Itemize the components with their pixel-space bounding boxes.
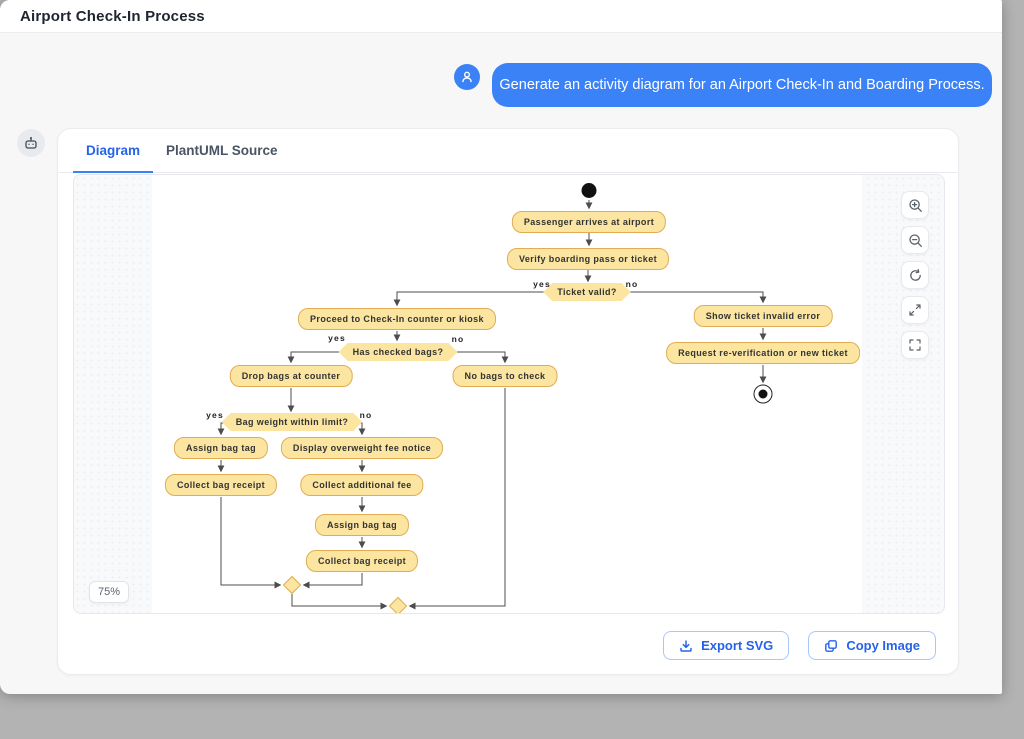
copy-icon [824, 639, 838, 653]
zoom-in-icon [908, 198, 923, 213]
zoom-out-button[interactable] [901, 226, 929, 254]
activity-node-no-bags: No bags to check [452, 365, 558, 387]
tab-plantuml-source[interactable]: PlantUML Source [166, 142, 278, 158]
expand-icon [908, 303, 922, 317]
person-icon [460, 70, 474, 84]
start-node [581, 183, 597, 198]
decision-bag-weight: Bag weight within limit? [222, 413, 363, 431]
activity-node-receipt-1: Collect bag receipt [164, 474, 278, 496]
reset-view-button[interactable] [901, 261, 929, 289]
activity-node-receipt-2: Collect bag receipt [305, 550, 419, 572]
edge-label-no: no [625, 279, 639, 289]
activity-node-invalid-error: Show ticket invalid error [693, 305, 833, 327]
zoom-out-icon [908, 233, 923, 248]
edge-label-yes: yes [533, 279, 551, 289]
edge-label-yes: yes [328, 333, 346, 343]
decision-has-bags: Has checked bags? [339, 343, 458, 361]
zoom-controls [901, 191, 929, 359]
decision-ticket-valid: Ticket valid? [543, 283, 631, 301]
bot-avatar [17, 129, 45, 157]
activity-node-arrive: Passenger arrives at airport [511, 211, 667, 233]
copy-image-button[interactable]: Copy Image [808, 631, 936, 660]
fullscreen-icon [908, 338, 922, 352]
diagram-card: Diagram PlantUML Source [57, 128, 959, 675]
export-svg-label: Export SVG [701, 638, 774, 653]
end-node [753, 384, 773, 404]
diagram-edges [217, 200, 767, 610]
diagram-viewport[interactable]: Passenger arrives at airport Verify boar… [73, 174, 945, 614]
reset-icon [908, 268, 923, 283]
activity-node-assign-tag-1: Assign bag tag [173, 437, 269, 459]
activity-node-reverify: Request re-verification or new ticket [666, 342, 860, 364]
user-avatar [454, 64, 480, 90]
download-icon [679, 639, 693, 653]
activity-node-drop-bags: Drop bags at counter [229, 365, 353, 387]
expand-button[interactable] [901, 296, 929, 324]
card-footer: Export SVG Copy Image [663, 631, 936, 660]
user-message-bubble: Generate an activity diagram for an Airp… [492, 63, 992, 107]
activity-node-assign-tag-2: Assign bag tag [314, 514, 410, 536]
copy-image-label: Copy Image [846, 638, 920, 653]
activity-node-collect-fee: Collect additional fee [300, 474, 424, 496]
zoom-level-badge: 75% [89, 581, 130, 603]
tab-diagram[interactable]: Diagram [73, 129, 154, 173]
page-title: Airport Check-In Process [20, 7, 205, 25]
title-bar: Airport Check-In Process [0, 0, 1002, 33]
robot-icon [23, 135, 39, 151]
activity-node-proceed: Proceed to Check-In counter or kiosk [298, 308, 496, 330]
activity-node-verify: Verify boarding pass or ticket [506, 248, 670, 270]
edge-label-no: no [359, 410, 373, 420]
activity-node-overweight-notice: Display overweight fee notice [280, 437, 444, 459]
diagram-canvas: Passenger arrives at airport Verify boar… [152, 175, 862, 613]
edge-label-yes: yes [206, 410, 224, 420]
tab-bar: Diagram PlantUML Source [58, 129, 958, 173]
edge-label-no: no [451, 334, 465, 344]
fullscreen-button[interactable] [901, 331, 929, 359]
app-window: Airport Check-In Process Generate an act… [0, 0, 1002, 694]
zoom-in-button[interactable] [901, 191, 929, 219]
export-svg-button[interactable]: Export SVG [663, 631, 790, 660]
